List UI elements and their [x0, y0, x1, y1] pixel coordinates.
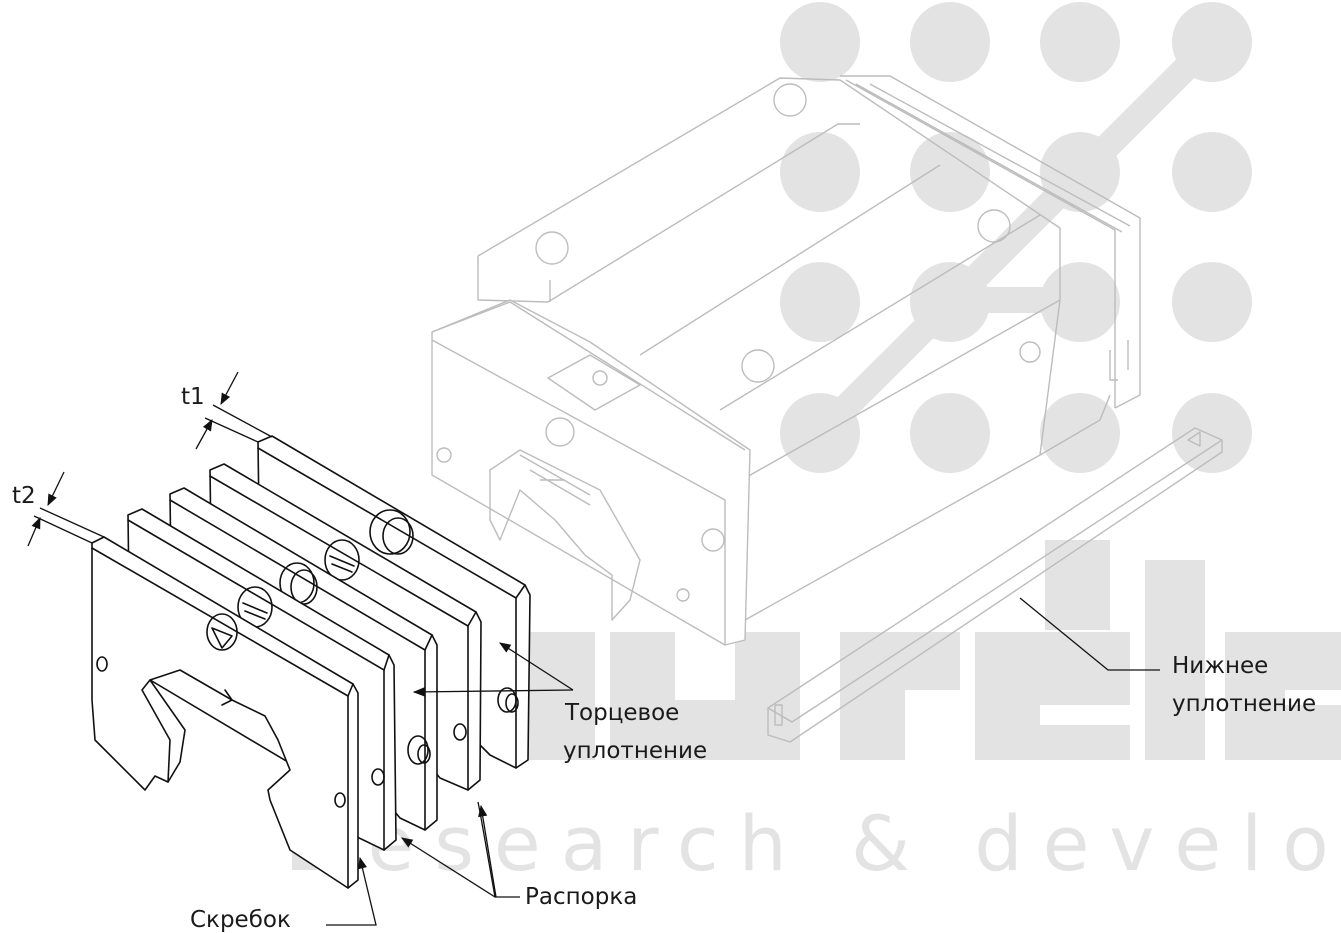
label-scraper: Скребок: [190, 907, 291, 933]
label-bottom-seal-line1: Нижнее: [1172, 653, 1268, 679]
bottom-seal-strip: [767, 427, 1223, 743]
dimension-t1: [195, 371, 273, 450]
label-bottom-seal-line2: уплотнение: [1172, 691, 1316, 717]
watermark-logo-icon: [780, 2, 1252, 473]
leader-bottom-seal: [1019, 597, 1160, 671]
leader-scraper: [326, 856, 377, 926]
leader-spacer: [401, 801, 520, 898]
label-spacer: Распорка: [525, 884, 637, 910]
watermark-tagline: research & development: [318, 799, 1341, 888]
label-t2: t2: [12, 483, 36, 509]
dimension-t2: [27, 471, 105, 547]
label-end-seal-line2: уплотнение: [563, 738, 707, 764]
label-end-seal-line1: Торцевое: [564, 700, 679, 726]
leader-end-seal: [412, 642, 574, 697]
carriage-block: [431, 75, 1141, 646]
scraper-plate: [91, 536, 359, 889]
label-t1: t1: [181, 384, 205, 410]
